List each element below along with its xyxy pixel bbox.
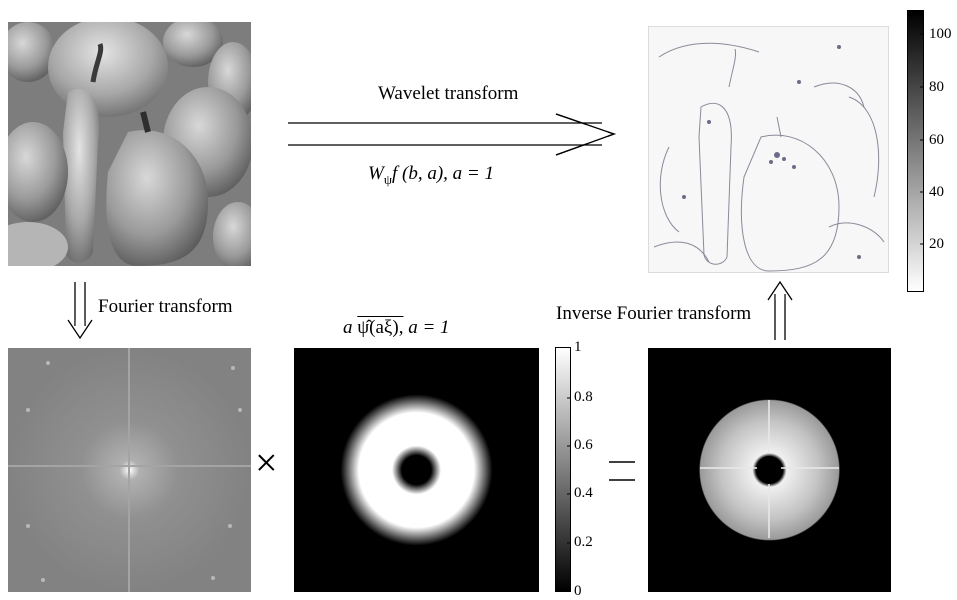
colorbar-mid	[555, 347, 571, 592]
formula-subscript-psi: ψ	[383, 171, 392, 187]
wavelet-transform-label: Wavelet transform	[378, 83, 519, 104]
formula-W: W	[368, 163, 384, 184]
colorbar-top-tick: 60	[929, 132, 944, 148]
colorbar-mid-tick: 0.4	[574, 485, 593, 501]
double-arrow-up-icon	[767, 280, 793, 340]
colorbar-top-tick: 80	[929, 79, 944, 95]
equals-symbol	[609, 461, 635, 481]
filter-formula-psi: ψ̂(aξ),	[357, 317, 404, 338]
colorbar-mid-tick: 0.8	[574, 389, 593, 405]
colorbar-mid-tick: 0	[574, 583, 582, 599]
colorbar-mid-tick: 0.2	[574, 534, 593, 550]
filtered-spectrum-image	[648, 348, 891, 592]
colorbar-top	[907, 10, 924, 292]
colorbar-top-tick: 20	[929, 236, 944, 252]
colorbar-mid-tick: 0.6	[574, 437, 593, 453]
filter-formula-rest: a = 1	[408, 317, 450, 338]
formula-rest: f (b, a), a = 1	[391, 163, 494, 184]
multiply-symbol: ×	[255, 440, 278, 485]
wavelet-coefficient-image	[648, 26, 889, 273]
colorbar-top-tick: 100	[929, 26, 952, 42]
fourier-transform-label: Fourier transform	[98, 296, 233, 317]
fourier-spectrum-image	[8, 348, 251, 592]
colorbar-mid-ticks-marks	[567, 397, 571, 544]
double-arrow-down-icon	[67, 282, 93, 340]
wavelet-formula: Wψf (b, a), a = 1	[368, 163, 494, 188]
filter-formula-a: a	[343, 317, 353, 338]
colorbar-top-ticks-marks	[920, 33, 924, 245]
filter-formula: a ψ̂(aξ), a = 1	[343, 317, 450, 339]
colorbar-top-tick: 40	[929, 184, 944, 200]
inverse-fourier-transform-label: Inverse Fourier transform	[556, 303, 752, 324]
double-arrow-right-icon	[288, 113, 616, 156]
colorbar-mid-tick: 1	[574, 339, 582, 355]
annular-wavelet-filter-image	[294, 348, 539, 592]
peppers-image	[8, 22, 251, 266]
